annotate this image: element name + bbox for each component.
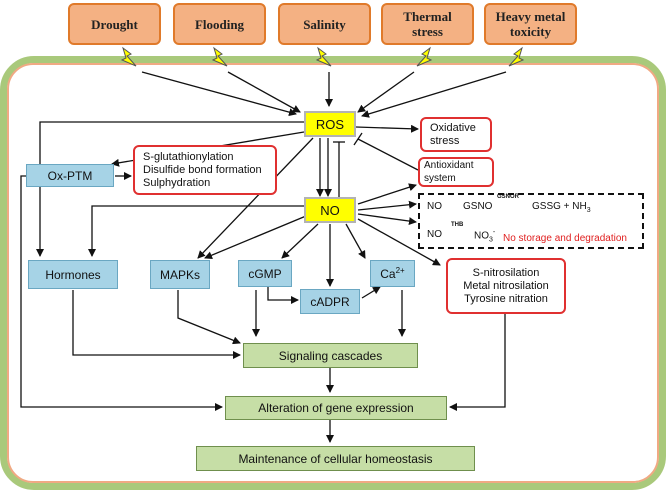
storage-row1-product: GSSG + NH3 bbox=[532, 201, 591, 214]
no-node: NO bbox=[304, 197, 356, 223]
arrow bbox=[449, 314, 506, 411]
ox-ptm-node: Ox-PTM bbox=[26, 164, 114, 187]
storage-row1-gsno: GSNO bbox=[463, 201, 493, 212]
arrow bbox=[20, 175, 223, 411]
stress-label: Salinity bbox=[303, 16, 346, 32]
lightning-icon bbox=[508, 46, 525, 67]
arrow bbox=[141, 71, 297, 117]
no-modifications-box: S-nitrosilation Metal nitrosilation Tyro… bbox=[446, 258, 566, 314]
ox-ptm-label: Ox-PTM bbox=[47, 168, 93, 183]
arrow bbox=[357, 71, 415, 113]
arrow bbox=[36, 121, 304, 257]
modification-item: S-nitrosilation bbox=[472, 266, 540, 279]
homeostasis-box: Maintenance of cellular homeostasis bbox=[196, 446, 475, 471]
oxidative-stress-box: Oxidative stress bbox=[420, 117, 492, 152]
storage-row1-product-text: GSSG + NH bbox=[532, 201, 587, 212]
arrow bbox=[361, 71, 507, 118]
arrow bbox=[357, 213, 417, 226]
cadpr-label: cADPR bbox=[310, 294, 350, 309]
arrows bbox=[20, 71, 507, 443]
storage-row2-product-text: NO bbox=[474, 230, 489, 242]
storage-row2-product-sup: - bbox=[492, 229, 496, 236]
lightning-icon bbox=[120, 46, 137, 67]
effect-item: Sulphydration bbox=[143, 176, 211, 189]
gene-expression-label: Alteration of gene expression bbox=[258, 401, 414, 415]
modification-item: Metal nitrosilation bbox=[463, 279, 549, 292]
storage-row1-product-sub: 3 bbox=[586, 207, 591, 214]
storage-row1-enzyme: GSNOR bbox=[497, 194, 520, 200]
signaling-cascades-box: Signaling cascades bbox=[243, 343, 418, 368]
storage-row2-enzyme: THB bbox=[451, 222, 464, 228]
signaling-cascades-label: Signaling cascades bbox=[278, 348, 383, 363]
arrow bbox=[357, 183, 417, 205]
stress-heavy-metal: Heavy metal toxicity bbox=[484, 3, 577, 45]
stress-label: Drought bbox=[91, 16, 138, 32]
mapks-node: MAPKs bbox=[150, 260, 210, 289]
calcium-label: Ca2+ bbox=[380, 266, 404, 281]
arrow bbox=[357, 200, 417, 211]
cgmp-node: cGMP bbox=[238, 260, 292, 287]
ros-label: ROS bbox=[315, 116, 345, 132]
effect-item: Disulfide bond formation bbox=[143, 163, 262, 176]
lightning-icon bbox=[211, 46, 228, 67]
stress-salinity: Salinity bbox=[278, 3, 371, 45]
ox-ptm-effects-box: S-glutathionylation Disulfide bond forma… bbox=[133, 145, 277, 195]
antioxidant-system-label: Antioxidant system bbox=[424, 160, 474, 184]
calcium-symbol: Ca bbox=[380, 267, 396, 281]
hormones-node: Hormones bbox=[28, 260, 118, 289]
antioxidant-system-box: Antioxidant system bbox=[418, 157, 494, 187]
gene-expression-box: Alteration of gene expression bbox=[225, 396, 447, 420]
storage-caption: No storage and degradation bbox=[503, 233, 627, 244]
calcium-charge: 2+ bbox=[395, 266, 405, 275]
arrow bbox=[281, 223, 319, 259]
stress-label: Heavy metal toxicity bbox=[495, 9, 566, 39]
arrow bbox=[345, 223, 366, 259]
storage-row1-no: NO bbox=[427, 201, 442, 212]
homeostasis-label: Maintenance of cellular homeostasis bbox=[238, 451, 433, 466]
stress-label: Thermal stress bbox=[403, 9, 452, 39]
arrow bbox=[357, 218, 441, 266]
storage-row2-product-sub: 3 bbox=[489, 236, 493, 244]
lightning-icons bbox=[120, 46, 525, 67]
effect-item: S-glutathionylation bbox=[143, 150, 234, 163]
cell-wall bbox=[0, 56, 666, 490]
hormones-label: Hormones bbox=[45, 267, 101, 282]
arrow bbox=[355, 124, 419, 133]
arrow bbox=[204, 215, 307, 260]
mapks-label: MAPKs bbox=[159, 267, 200, 282]
lightning-icon bbox=[416, 46, 433, 67]
arrow bbox=[197, 137, 314, 259]
lightning-icon bbox=[315, 46, 332, 67]
no-storage-box bbox=[418, 193, 644, 249]
inhibition bbox=[357, 138, 419, 171]
cgmp-label: cGMP bbox=[248, 266, 282, 281]
modification-item: Tyrosine nitration bbox=[464, 292, 548, 305]
stress-drought: Drought bbox=[68, 3, 161, 45]
arrow bbox=[267, 286, 299, 304]
no-label: NO bbox=[320, 202, 340, 218]
cadpr-node: cADPR bbox=[300, 289, 360, 314]
oxidative-stress-label: Oxidative stress bbox=[430, 121, 476, 147]
storage-row2-no: NO bbox=[427, 229, 442, 240]
arrow bbox=[88, 205, 304, 257]
arrow bbox=[227, 71, 301, 113]
calcium-node: Ca2+ bbox=[370, 260, 415, 287]
stress-label: Flooding bbox=[194, 16, 245, 32]
arrow bbox=[361, 286, 381, 299]
storage-row2-product: NO3- bbox=[474, 229, 495, 243]
ros-node: ROS bbox=[304, 111, 356, 137]
stress-flooding: Flooding bbox=[173, 3, 266, 45]
arrow bbox=[72, 290, 241, 359]
arrow bbox=[177, 290, 241, 345]
stress-thermal: Thermal stress bbox=[381, 3, 474, 45]
